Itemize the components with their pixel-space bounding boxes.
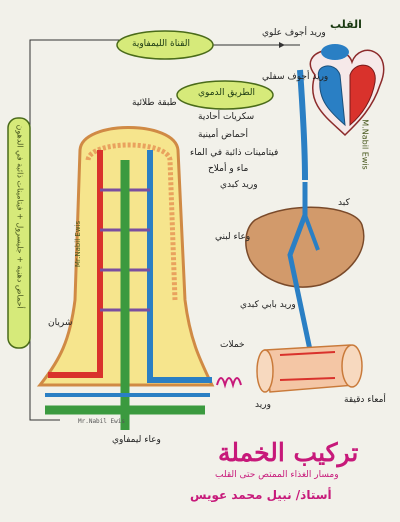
thoracic-duct-label: القناة الليمفاوية	[132, 39, 190, 49]
lymph-duct-bubble	[116, 30, 214, 60]
heart-label: القلب	[330, 18, 362, 31]
blood-path-label: الطريق الدموي	[198, 88, 255, 98]
intestine-label: أمعاء دقيقة	[344, 395, 386, 405]
intestine	[256, 344, 363, 393]
blood-item-1: سكريات أحادية	[198, 112, 255, 122]
arrow-head	[279, 42, 285, 48]
portal-vein-label: وريد بابي كبدي	[240, 300, 296, 310]
villi-mini	[216, 377, 242, 389]
svc-label: وريد أجوف علوي	[262, 28, 326, 38]
signature-bottom: Mr.Nabil Ewis	[78, 418, 125, 425]
heart	[309, 44, 385, 137]
lacteal-label: وعاء لبني	[215, 232, 251, 242]
villus	[36, 126, 215, 430]
left-lymph-box	[7, 117, 31, 349]
lymph-vessel-label: وعاء ليمفاوي	[112, 435, 161, 445]
signature-left: Mr.Nabil Ewis	[74, 220, 83, 268]
blood-item-3: فيتامينات ذائبة في الماء	[190, 148, 279, 158]
artery-label: شريان	[48, 318, 73, 328]
vein-label: وريد	[255, 400, 271, 410]
blood-item-4: ماء و أملاح	[208, 164, 249, 174]
signature-right: M.Nabil Ewis	[360, 119, 370, 170]
villi-label: خملات	[220, 340, 245, 350]
epithelium-label: طبقة طلائية	[132, 98, 177, 108]
page-title: تركيب الخملة	[218, 438, 359, 467]
blood-item-5: وريد كبدي	[220, 180, 258, 190]
liver-shape	[245, 206, 365, 288]
portal-vein	[287, 182, 313, 351]
ivc-label: وريد أجوف سفلي	[262, 72, 329, 82]
page-subtitle: ومسار الغذاء الممتص حتى القلب	[215, 470, 339, 480]
left-side-text: أحماض دهنية + جليسرول + فيتامينات ذائبة …	[15, 124, 25, 309]
liver-label: كبد	[338, 198, 350, 208]
teacher-name: أستاذ/ نبيل محمد عويس	[190, 488, 332, 502]
blood-item-2: أحماض أمينية	[198, 130, 249, 140]
blood-path-bubble	[176, 80, 274, 110]
vena-cava-path	[297, 69, 308, 181]
